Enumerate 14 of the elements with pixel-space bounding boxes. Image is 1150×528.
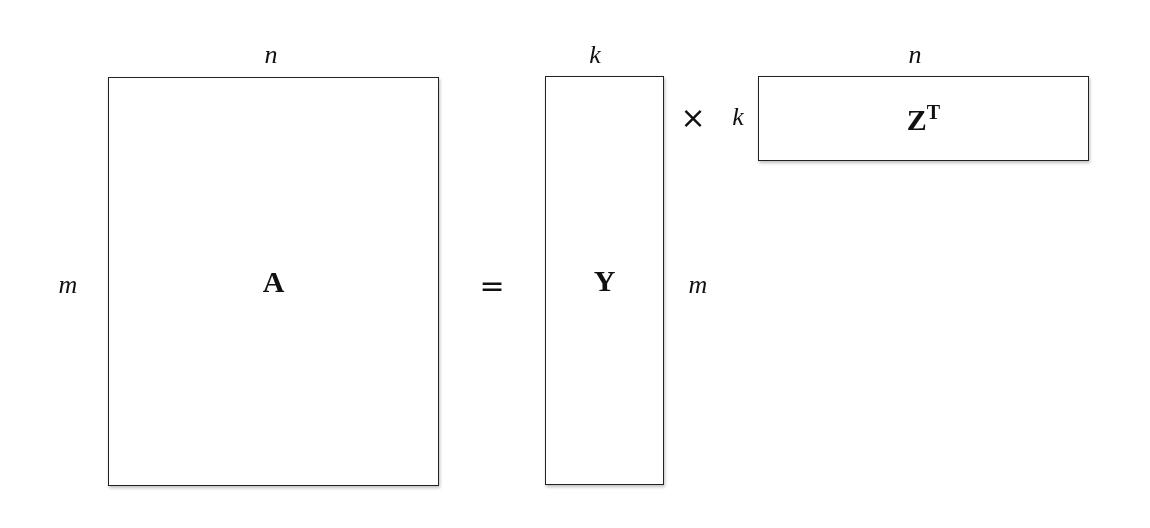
matrix-box: [758, 76, 1089, 161]
operator-symbol: =: [479, 267, 505, 303]
dimension-label: n: [264, 40, 278, 70]
dimension-label: n: [908, 40, 922, 70]
operator-symbol: ×: [680, 99, 706, 135]
dimension-label: k: [589, 40, 601, 70]
matrix-box: [545, 76, 664, 485]
dimension-label: k: [732, 102, 744, 132]
matrix-label: Y: [593, 263, 616, 298]
matrix-label: Z$^{T}$: [906, 100, 941, 137]
matrix-box: [108, 77, 439, 486]
matrix-label: A: [262, 264, 285, 299]
dimension-label: m: [688, 270, 708, 300]
dimension-label: m: [58, 270, 78, 300]
